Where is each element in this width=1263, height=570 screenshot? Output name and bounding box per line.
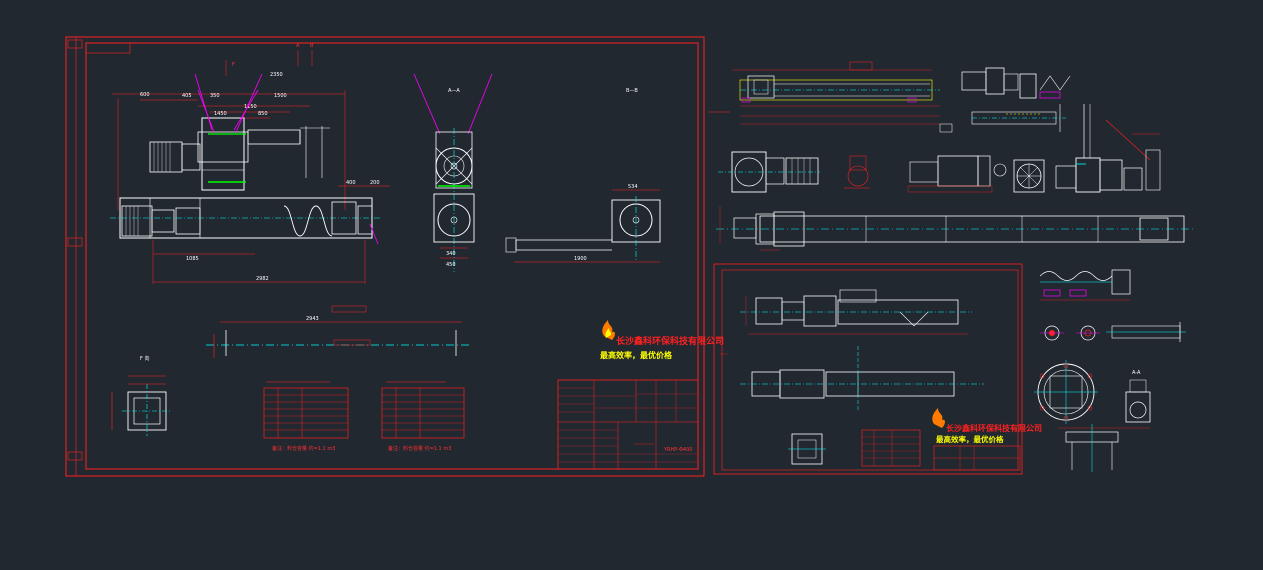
company-slogan: 最高效率，最优价格 [600,350,673,360]
dim-2350: 2350 [270,72,283,78]
company-name: 长沙鑫科环保科技有限公司 [616,335,724,347]
title-block: YRHP-Φ400 [557,379,699,470]
main-sheet: 2350 1500 1150 1450 850 600 405 350 F [65,36,724,477]
dim-2982: 2982 [256,276,269,282]
detail-view-f: F 向 [111,355,172,436]
main-front-view: 2350 1500 1150 1450 850 600 405 350 F [110,43,390,284]
title-code: YRHP-Φ400 [663,447,692,453]
dim-534: 534 [628,184,638,190]
dim-850: 850 [258,111,268,117]
right-bottom-details: A-A [1034,269,1186,472]
dim-340: 340 [446,251,456,257]
param-note-left: 备注：料仓容量 约=1.1 m3 [272,445,335,452]
dim-450: 450 [446,262,456,268]
dim-400: 400 [346,180,356,186]
right-top-drawings [708,61,1196,251]
dim-1900: 1900 [574,256,587,262]
dim-600: 600 [140,92,150,98]
company-name-secondary: 长沙鑫科环保科技有限公司 [946,423,1042,433]
section-a-a-view: A—A 340 450 [413,73,493,272]
secondary-sheet-frame [713,263,1023,475]
section-b-b-view: B—B 534 1900 [505,88,661,263]
dim-200: 200 [370,180,380,186]
main-sheet-inner-frame [85,42,699,470]
left-margin-label [67,39,83,49]
section-b-b-label: B—B [626,88,638,94]
company-slogan-secondary: 最高效率，最优价格 [936,434,1004,444]
marker-a: A [296,43,300,49]
marker-f: F [232,62,235,68]
dim-1450: 1450 [214,111,227,117]
param-note-right: 备注：料仓容量 约=1.1 m3 [388,445,451,452]
param-table-right: 备注：料仓容量 约=1.1 m3 [381,381,465,452]
section-a-a-label: A—A [448,88,460,94]
marker-b: B [310,43,314,49]
dim-1085: 1085 [186,256,199,262]
lower-bar-view: 2943 [206,305,470,358]
dim-405: 405 [182,93,192,99]
detail-view-label: F 向 [140,355,149,362]
flame-logo-icon-secondary [932,408,945,428]
dim-1150: 1150 [244,104,257,110]
secondary-sheet: 长沙鑫科环保科技有限公司 最高效率，最优价格 [713,263,1042,475]
dim-1500: 1500 [274,93,287,99]
dim-2943: 2943 [306,316,319,322]
main-sheet-outer-frame [65,36,705,477]
company-logo-main: 长沙鑫科环保科技有限公司 最高效率，最优价格 [600,320,724,360]
section-a-a-small: A-A [1132,370,1141,376]
param-table-left: 备注：料仓容量 约=1.1 m3 [263,381,349,452]
dim-350: 350 [210,93,220,99]
